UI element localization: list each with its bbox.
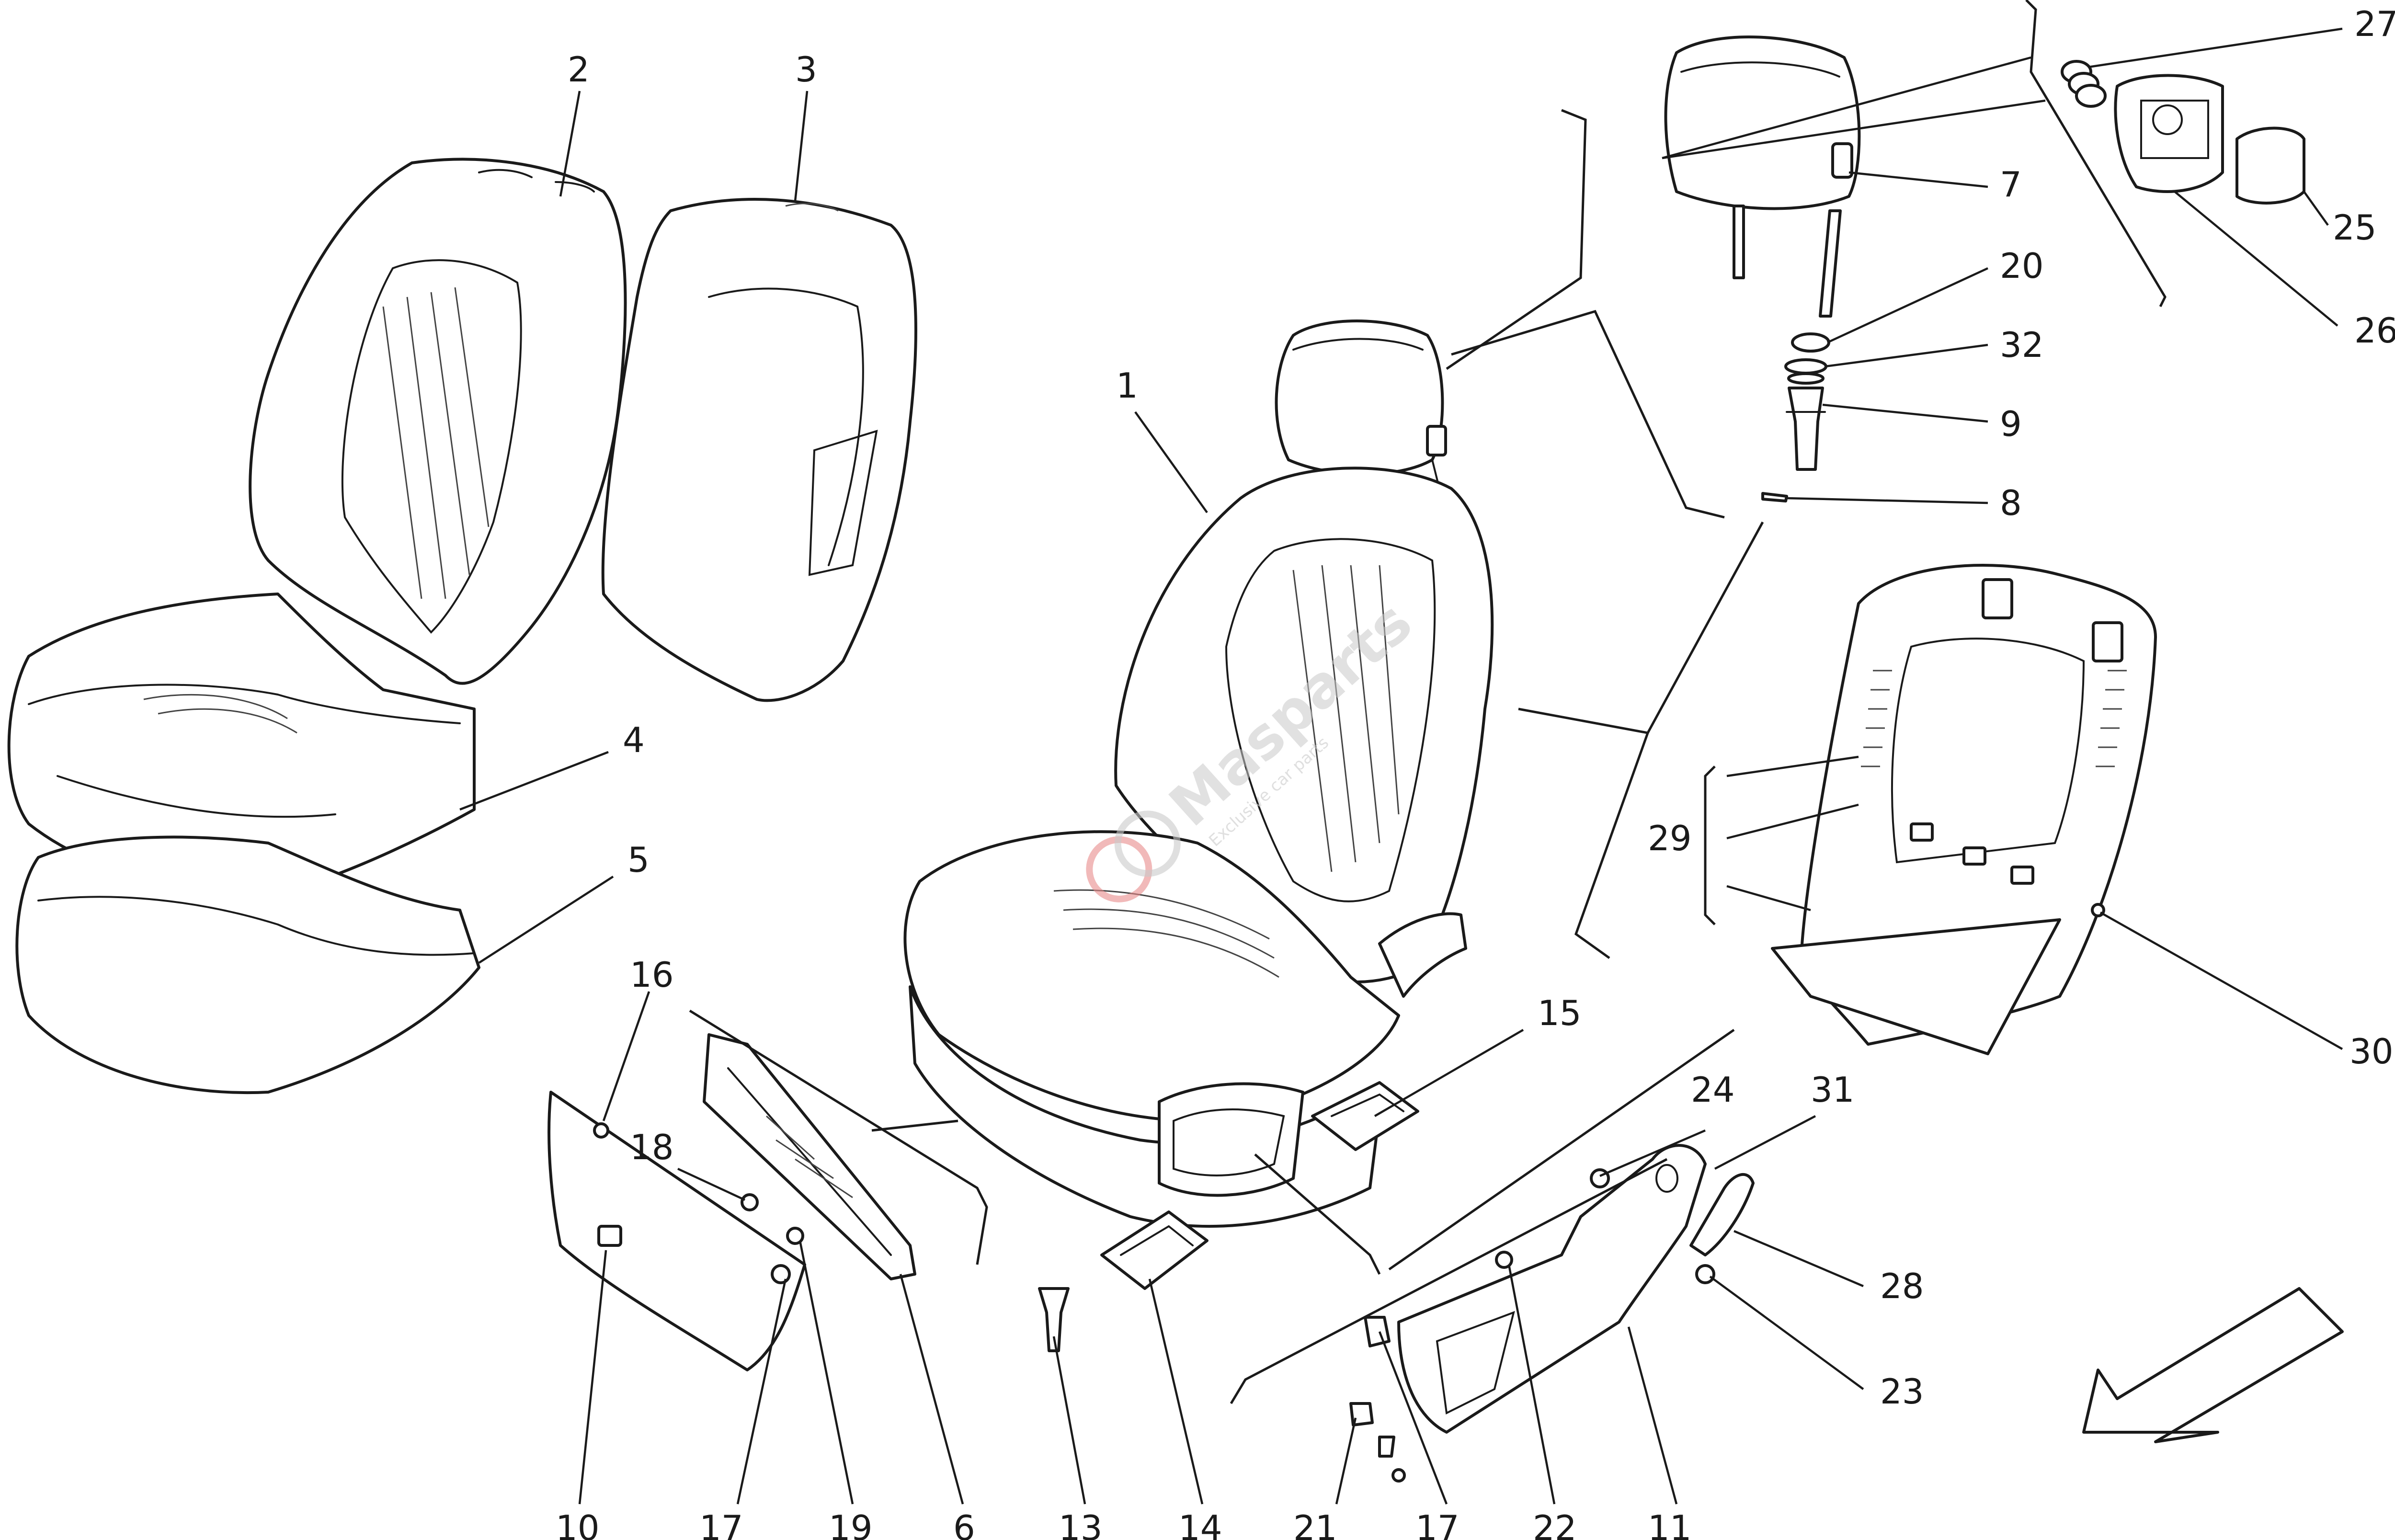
callout-24: 24 [1691,1070,1735,1110]
part-headrest-guide [1761,332,1830,502]
callout-1: 1 [1116,365,1138,406]
part-housing-cover [2235,126,2305,205]
part-backrest-shell [601,198,917,702]
callout-32: 32 [2000,325,2044,365]
callout-29: 29 [1648,818,1692,858]
callout-23: 23 [1880,1371,1924,1412]
part-recline-lever [1689,1173,1755,1256]
leader-lines [459,27,2343,1505]
callout-3: 3 [795,49,817,90]
callout-13: 13 [1059,1508,1103,1540]
callout-2: 2 [568,49,590,90]
callout-7: 7 [2000,164,2022,205]
callout-28: 28 [1880,1266,1924,1306]
part-headrest-housing [2114,74,2224,193]
callout-9: 9 [2000,404,2022,444]
callout-27: 27 [2354,4,2395,44]
callout-25: 25 [2333,207,2377,248]
part-front-trim [547,1091,806,1371]
callout-8: 8 [2000,483,2022,523]
callout-31: 31 [1811,1070,1855,1110]
callout-22: 22 [1533,1508,1577,1540]
callout-5: 5 [627,840,650,880]
callout-15: 15 [1538,993,1582,1033]
callout-21: 21 [1293,1508,1337,1540]
grouping-brackets [689,0,2167,1404]
part-bracket-14 [1100,1210,1209,1290]
callout-17b: 17 [1415,1508,1460,1540]
callout-14: 14 [1178,1508,1222,1540]
direction-arrow [2082,1287,2344,1443]
callout-18: 18 [630,1127,674,1167]
part-trim-frame [703,1033,916,1280]
callout-19: 19 [829,1508,873,1540]
part-backrest-cover [249,158,627,685]
part-complete-seat [903,319,1494,1228]
callout-labels: 2 3 1 4 5 16 18 10 17 19 6 13 14 15 21 1… [556,4,2395,1540]
callout-17a: 17 [699,1508,743,1540]
part-spring [2061,60,2107,108]
part-cushion-foam [15,835,480,1095]
callout-11: 11 [1648,1508,1692,1540]
part-headrest [1664,35,1861,318]
part-bracket-15 [1311,1081,1419,1151]
callout-16: 16 [630,955,674,995]
callout-10: 10 [556,1508,600,1540]
callout-20: 20 [2000,246,2044,286]
callout-6: 6 [953,1508,975,1540]
callout-30: 30 [2349,1031,2394,1072]
part-back-panel [1771,564,2157,1055]
part-cushion-cover [7,593,476,895]
part-side-trim [1397,1144,1707,1434]
callout-4: 4 [623,720,645,760]
callout-26: 26 [2354,310,2395,351]
